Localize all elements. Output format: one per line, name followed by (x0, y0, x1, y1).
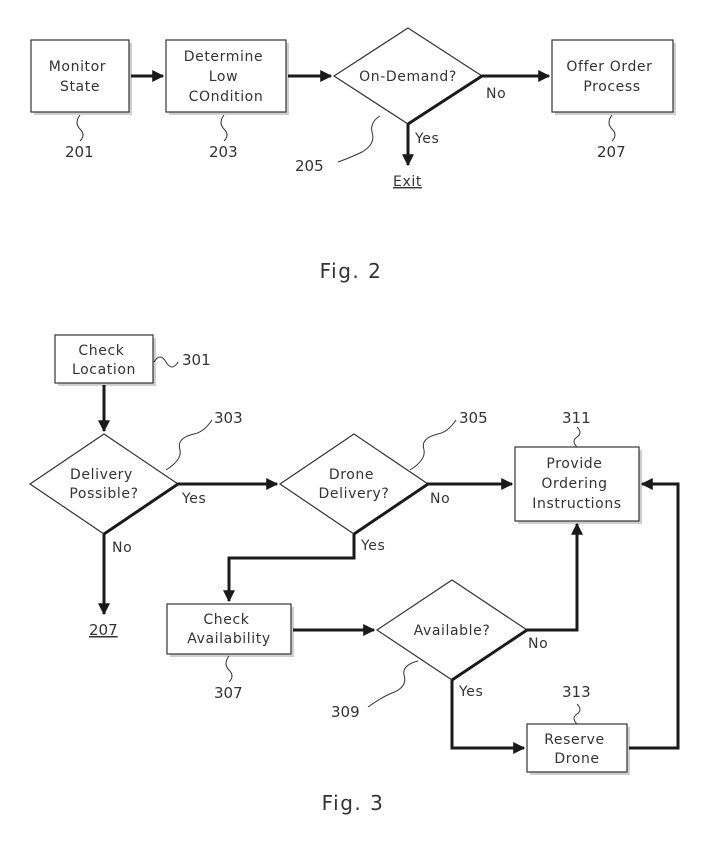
node-check-location: Check Location (54, 334, 156, 386)
arrow-delivery-possible-yes-to-drone-delivery (103, 478, 279, 536)
svg-text:On-Demand?: On-Demand? (359, 69, 457, 85)
fig2-caption: Fig. 2 (320, 259, 383, 283)
fig3: Check Location Delivery Possible? Drone … (28, 334, 680, 815)
arrow-available-no-to-provide (451, 522, 583, 682)
leader-303 (165, 419, 213, 471)
leader-205 (337, 115, 381, 163)
svg-text:Drone Delivery?: Drone Delivery? (319, 467, 390, 502)
ref-301: 301 (182, 351, 211, 369)
leader-207 (608, 114, 616, 142)
leader-305 (409, 419, 457, 471)
ref-201: 201 (65, 143, 94, 161)
arrow-reserve-to-provide (629, 478, 680, 750)
svg-text:Reserve Drone: Reserve Drone (544, 732, 610, 767)
node-determine-low-condition: Determine Low COndition (165, 39, 289, 115)
ref-307: 307 (214, 684, 243, 702)
svg-text:Available?: Available? (414, 623, 491, 639)
label-no-delivery-possible: No (112, 540, 132, 556)
node-reserve-drone: Reserve Drone (526, 723, 630, 775)
decision-available: Available? (375, 579, 529, 681)
fig2: Monitor State Determine Low COndition On… (30, 27, 676, 283)
label-exit: Exit (393, 174, 422, 190)
ref-309: 309 (331, 703, 360, 721)
label-yes-delivery-possible: Yes (181, 491, 206, 507)
label-no-drone-delivery: No (430, 491, 450, 507)
leader-309 (367, 660, 419, 708)
ref-311: 311 (562, 409, 591, 427)
ref-305: 305 (459, 409, 488, 427)
label-no: No (486, 86, 506, 102)
decision-drone-delivery: Drone Delivery? (278, 433, 430, 535)
label-target-207: 207 (89, 621, 118, 639)
svg-text:Check Availability: Check Availability (187, 612, 271, 647)
svg-text:Delivery Possible?: Delivery Possible? (69, 467, 138, 502)
leader-201 (76, 114, 84, 142)
svg-text:Provide Ordering: Provide Ordering Instructions (532, 456, 621, 512)
svg-text:Check Location: Check Location (72, 343, 136, 378)
node-monitor-state: Monitor State (30, 39, 132, 115)
arrow-ondemand-no-to-offer (407, 70, 551, 126)
label-yes-available: Yes (458, 684, 483, 700)
leader-301 (153, 356, 179, 368)
decision-delivery-possible: Delivery Possible? (28, 433, 180, 535)
ref-203: 203 (209, 143, 238, 161)
leader-311 (573, 426, 581, 448)
svg-text:Offer Order Process: Offer Order Process (566, 59, 657, 95)
ref-313: 313 (562, 683, 591, 701)
arrow-available-yes-to-reserve (450, 680, 526, 754)
label-yes-drone-delivery: Yes (360, 538, 385, 554)
arrow-drone-delivery-yes-to-check-availability (223, 534, 356, 603)
leader-313 (573, 703, 581, 725)
ref-205: 205 (295, 157, 324, 175)
leader-203 (220, 114, 228, 142)
node-provide-ordering-instructions: Provide Ordering Instructions (514, 446, 642, 524)
label-no-available: No (528, 636, 548, 652)
label-yes: Yes (414, 131, 439, 147)
decision-on-demand: On-Demand? (332, 27, 484, 125)
svg-text:Monitor State: Monitor State (49, 59, 111, 95)
arrow-drone-delivery-no-to-provide (353, 478, 514, 536)
ref-207: 207 (597, 143, 626, 161)
fig3-caption: Fig. 3 (322, 791, 385, 815)
node-offer-order-process: Offer Order Process (551, 39, 676, 115)
ref-303: 303 (214, 409, 243, 427)
node-check-availability: Check Availability (166, 603, 294, 657)
leader-307 (225, 655, 233, 683)
svg-text:Determine Low: Determine Low COndition (184, 49, 268, 105)
